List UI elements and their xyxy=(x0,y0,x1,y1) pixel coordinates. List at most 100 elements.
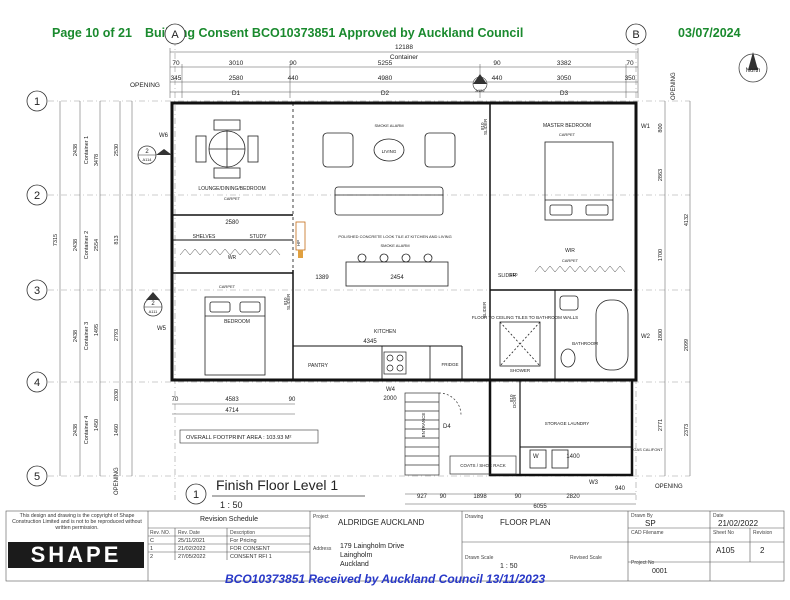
dim-top: 5255 xyxy=(378,60,393,67)
carpet-label: CARPET xyxy=(219,284,236,289)
project-no-label: Project No xyxy=(631,560,655,566)
dim-top: 3010 xyxy=(229,60,244,67)
dim-container: Container xyxy=(390,54,419,61)
room-label-pantry: PANTRY xyxy=(308,363,328,369)
cooktop-icon xyxy=(383,351,407,375)
dim-door: D1 xyxy=(232,90,241,97)
dim-left: 3478 xyxy=(94,154,100,166)
room-label-study: STUDY xyxy=(250,234,268,240)
grid-label: 1 xyxy=(34,96,40,108)
dim-island: 2454 xyxy=(390,275,404,281)
revision-value: 2 xyxy=(760,546,765,555)
dim-right: 2863 xyxy=(658,169,664,181)
grid-bubble-a xyxy=(164,23,186,45)
wardrobe-hatching xyxy=(179,248,626,273)
dim-w3: 1400 xyxy=(566,454,580,460)
room-label-fridge: FRIDGE xyxy=(441,362,458,367)
dim-top: 440 xyxy=(288,75,299,82)
tiles-note: FLOOR TO CEILING TILES TO BATHROOM WALLS xyxy=(472,315,578,320)
rev-date: 27/05/2022 xyxy=(178,554,206,560)
address-line-1: 179 Laingholm Drive xyxy=(340,543,405,550)
dim-left: 2030 xyxy=(114,389,120,401)
floor-finish-label: POLISHED CONCRETE LOOK TILE AT KITCHEN A… xyxy=(338,234,451,239)
container-label: Container 1 xyxy=(84,136,90,164)
dim-bottom: 6055 xyxy=(533,504,547,510)
drawing-label: Drawing xyxy=(465,514,484,520)
bed-icon xyxy=(204,141,614,376)
room-label-kitchen: KITCHEN xyxy=(374,329,396,335)
grid-bubble-b xyxy=(625,23,647,45)
revision-schedule-title: Revision Schedule xyxy=(200,516,258,523)
walls xyxy=(170,101,638,477)
opening-label: OPENING xyxy=(671,72,677,100)
dim-right: 2099 xyxy=(684,339,690,351)
container-label: Container 4 xyxy=(84,416,90,444)
room-label-wr: WR xyxy=(228,255,237,261)
revision-label: Revision xyxy=(753,530,773,536)
room-label-shelves: SHELVES xyxy=(193,234,216,240)
drawing-name: FLOOR PLAN xyxy=(500,518,551,527)
bathroom-fixtures-icon xyxy=(499,295,629,469)
dim-kitchen: 4345 xyxy=(363,339,377,345)
dim-bottom: 2820 xyxy=(566,494,580,500)
dim-top: 90 xyxy=(289,60,297,67)
dim-right: 800 xyxy=(658,123,664,132)
dim-left: 2438 xyxy=(73,330,79,342)
dim-top: 350 xyxy=(625,75,636,82)
room-label-bathroom: BATHROOM xyxy=(572,341,598,346)
drawn-scale-label: Drawn Scale xyxy=(465,555,494,561)
slider-label: SLIDER xyxy=(498,273,516,279)
appliance-tag-w: W xyxy=(533,454,539,460)
rev-date: 21/02/2022 xyxy=(178,546,206,552)
date-label: Date xyxy=(713,513,724,519)
consent-approval-stamp: Building Consent BCO10373851 Approved by… xyxy=(145,26,524,40)
dim-left: 2438 xyxy=(73,144,79,156)
dim-left: 2554 xyxy=(94,239,100,251)
entrance-area xyxy=(404,392,517,476)
dim-top: 70 xyxy=(172,60,180,67)
dim-bottom: 1898 xyxy=(473,494,487,500)
dim-left: 1495 xyxy=(94,324,100,336)
rev-desc: FOR CONSENT xyxy=(230,546,271,552)
approval-date-stamp: 03/07/2024 xyxy=(678,26,741,40)
dim-w4: 2000 xyxy=(383,396,397,402)
dim-island-left: 1389 xyxy=(315,275,329,281)
window-tag-w2: W2 xyxy=(641,334,651,340)
slider-dim: 810 xyxy=(283,297,288,305)
dim-overall: 12188 xyxy=(395,44,413,51)
project-label: Project xyxy=(313,514,329,520)
dim-top: 345 xyxy=(171,75,182,82)
dim-desk: 2580 xyxy=(225,220,239,226)
consent-received-stamp: BCO10373851 Received by Auckland Council… xyxy=(225,572,546,586)
grid-bubble-2 xyxy=(26,184,48,206)
grid-bubble-1 xyxy=(26,90,48,112)
room-label-shower: SHOWER xyxy=(510,368,531,373)
opening-label: OPENING xyxy=(114,467,120,495)
dining-table-icon xyxy=(195,119,259,179)
opening-label: OPENING xyxy=(130,82,160,89)
drawing-scale: 1 : 50 xyxy=(220,500,243,510)
dim-top: 2580 xyxy=(229,75,244,82)
rev-date: 25/11/2021 xyxy=(178,538,206,544)
svg-text:2: 2 xyxy=(145,149,149,155)
dim-left: 7315 xyxy=(53,234,59,246)
slider-label: SLIDER xyxy=(286,293,291,310)
smoke-alarm-label: SMOKE ALARM xyxy=(380,243,409,248)
carpet-label: CARPET xyxy=(559,132,576,137)
exterior-wall-extension xyxy=(488,380,634,477)
room-label-bedroom: BEDROOM xyxy=(224,319,250,325)
copyright-note: This design and drawing is the copyright… xyxy=(12,513,142,532)
rev-header-desc: Description xyxy=(230,530,256,536)
dim-left: 2438 xyxy=(73,239,79,251)
grid-bubble-4 xyxy=(26,371,48,393)
dim-top: 70 xyxy=(626,60,634,67)
dim-top: 440 xyxy=(492,75,503,82)
door-label: DOOR xyxy=(512,394,517,408)
room-label-master: MASTER BEDROOM xyxy=(543,123,591,129)
sheet-no-label: Sheet No xyxy=(713,530,734,536)
window-tag-w6: W6 xyxy=(159,133,169,139)
svg-text:A111: A111 xyxy=(149,309,159,314)
project-name: ALDRIDGE AUCKLAND xyxy=(338,518,425,527)
dim-top: 3382 xyxy=(557,60,572,67)
kitchen-island-icon xyxy=(345,253,449,287)
